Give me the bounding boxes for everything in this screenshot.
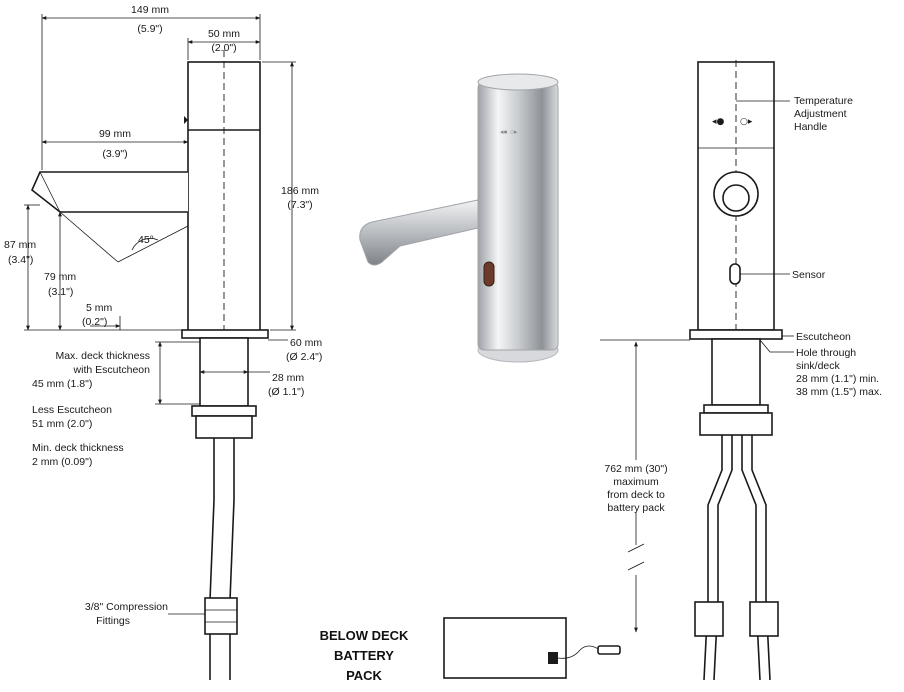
mount-block-front xyxy=(699,412,773,436)
hole-label-1: Hole through xyxy=(796,347,856,359)
hole-leader xyxy=(759,339,794,353)
break-symbol-icon xyxy=(627,543,645,571)
hole-label-2: sink/deck xyxy=(796,360,841,372)
escutcheon-side xyxy=(181,329,269,339)
spout-tip xyxy=(39,171,61,213)
battery-connector xyxy=(548,652,558,664)
temp-label-3: Handle xyxy=(794,121,827,133)
battery-title-2: BATTERY xyxy=(334,648,394,663)
less-escutcheon-line1: Less Escutcheon xyxy=(32,404,112,416)
dim-60-mm: 60 mm xyxy=(290,337,322,349)
battery-plug-icon xyxy=(597,645,621,655)
temp-cold-icon: ◂● xyxy=(712,117,725,127)
photo-temp-icons-icon: ◂● ○▸ xyxy=(500,129,518,136)
dim-60-in: (Ø 2.4") xyxy=(286,351,322,363)
max-distance-1: 762 mm (30") xyxy=(604,463,667,475)
side-view xyxy=(24,14,296,680)
mount-nut-side xyxy=(191,405,257,417)
battery-pack xyxy=(443,617,621,679)
angle-label: 45° xyxy=(138,234,154,246)
photo-spout xyxy=(359,199,479,266)
less-escutcheon-line2: 51 mm (2.0") xyxy=(32,418,92,430)
nut-front xyxy=(703,404,769,414)
escutcheon-label: Escutcheon xyxy=(796,331,851,343)
dim-87-in: (3.4") xyxy=(8,254,33,266)
max-deck-line3: 45 mm (1.8") xyxy=(32,378,92,390)
temp-hot-icon: ○▸ xyxy=(740,117,753,127)
photo-body xyxy=(477,81,559,351)
min-deck-line2: 2 mm (0.09") xyxy=(32,456,92,468)
dim-50-mm: 50 mm xyxy=(208,28,240,40)
front-view: ◂● ○▸ xyxy=(600,60,794,681)
angle-arc xyxy=(131,238,159,251)
max-distance-3: from deck to xyxy=(607,489,665,501)
front-line-b xyxy=(741,435,761,681)
dim-5-in: (0.2") xyxy=(82,316,107,328)
escutcheon-front xyxy=(689,329,783,340)
hole-label-4: 38 mm (1.5") max. xyxy=(796,386,882,398)
front-fitting-b xyxy=(749,601,779,637)
battery-title-1: BELOW DECK xyxy=(320,628,409,643)
max-deck-line2: with Escutcheon xyxy=(73,364,151,376)
compression-fitting xyxy=(204,597,238,635)
min-deck-line1: Min. deck thickness xyxy=(32,442,124,454)
handle-marker-icon xyxy=(184,116,188,124)
dim-79-in: (3.1") xyxy=(48,286,73,298)
mount-block-side xyxy=(195,415,253,439)
max-distance-2: maximum xyxy=(613,476,659,488)
dim-87-mm: 87 mm xyxy=(4,239,36,251)
temp-label-2: Adjustment xyxy=(794,108,847,120)
hole-label-3: 28 mm (1.1") min. xyxy=(796,373,879,385)
battery-title-3: PACK xyxy=(346,668,382,683)
dim-186-in: (7.3") xyxy=(287,199,312,211)
dim-186-mm: 186 mm xyxy=(281,185,319,197)
dim-99-in: (3.9") xyxy=(102,148,127,160)
photo-top xyxy=(477,73,559,91)
battery-box xyxy=(443,617,567,679)
fittings-line2: Fittings xyxy=(96,615,130,627)
max-distance-4: battery pack xyxy=(607,502,665,514)
fittings-line1: 3/8" Compression xyxy=(85,601,168,613)
supply-line-a xyxy=(209,438,215,680)
front-line-a xyxy=(703,435,723,681)
supply-line-b xyxy=(229,438,235,680)
dim-5-mm: 5 mm xyxy=(86,302,113,314)
dim-28-mm: 28 mm xyxy=(272,372,304,384)
photo-sensor-window xyxy=(483,261,495,287)
dim-99-mm: 99 mm xyxy=(99,128,131,140)
dim-28-in: (Ø 1.1") xyxy=(268,386,304,398)
temp-label-1: Temperature xyxy=(794,95,853,107)
aerator-icon xyxy=(722,184,750,212)
dim-79-mm: 79 mm xyxy=(44,271,76,283)
dim-149-in: (5.9") xyxy=(137,23,162,35)
sensor-window-icon xyxy=(729,263,741,285)
max-deck-line1: Max. deck thickness xyxy=(55,350,150,362)
faucet-photo: ◂● ○▸ xyxy=(359,73,559,363)
dim-149-mm: 149 mm xyxy=(131,4,169,16)
dim-50-in: (2.0") xyxy=(211,42,236,54)
sensor-label: Sensor xyxy=(792,269,826,281)
spout-side xyxy=(31,171,188,213)
battery-cable xyxy=(557,645,601,659)
shank-front xyxy=(711,338,761,406)
front-fitting-a xyxy=(694,601,724,637)
